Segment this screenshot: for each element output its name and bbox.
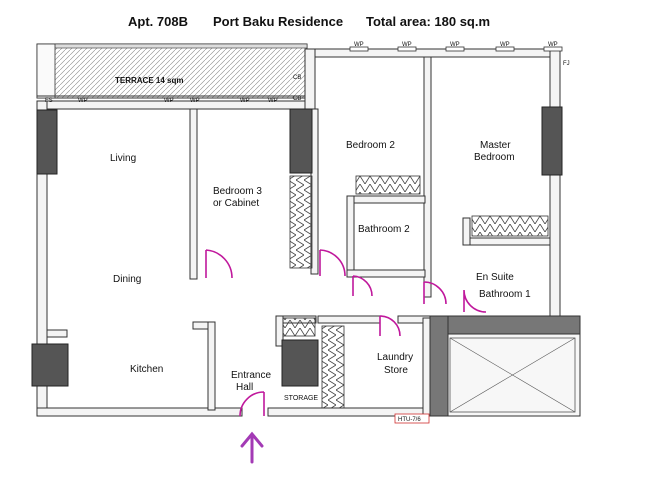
svg-text:CB: CB [293,75,301,81]
entrance-arrow-icon [240,431,264,464]
terrace-label: TERRACE 14 sqm [115,76,183,85]
svg-text:WP: WP [164,98,174,104]
riser-box: HTU-7/6 [394,413,430,424]
bedroom2-label: Bedroom 2 [346,140,395,151]
entrance-label-line2: Hall [236,382,253,393]
svg-text:WP: WP [190,98,200,104]
wardrobes [282,175,549,409]
bathroom2-label: Bathroom 2 [358,224,410,235]
terrace: TERRACE 14 sqm [36,43,308,99]
window-markers [349,46,563,52]
structural-columns [31,106,563,387]
dining-label: Dining [113,274,141,285]
svg-text:WP: WP [354,42,364,48]
apartment-title: Apt. 708B [128,14,188,29]
room-labels: Living Dining Kitchen Bedroom 3 or Cabin… [110,140,531,402]
ensuite-label: En Suite [476,272,514,283]
bathroom1-label: Bathroom 1 [479,289,531,300]
svg-text:WP: WP [500,42,510,48]
bedroom3-label-line1: Bedroom 3 [213,186,262,197]
doors [205,249,487,417]
svg-text:WP: WP [78,98,88,104]
svg-text:CB: CB [293,96,301,102]
total-area: Total area: 180 sq.m [366,14,491,29]
svg-text:HTU-7/6: HTU-7/6 [398,417,421,423]
svg-text:WP: WP [450,42,460,48]
storage-label: STORAGE [284,395,318,402]
laundry-label-line2: Store [384,365,408,376]
svg-text:WP: WP [548,42,558,48]
svg-text:WP: WP [268,98,278,104]
svg-text:WP: WP [240,98,250,104]
svg-text:WP: WP [402,42,412,48]
svg-text:FJ: FJ [563,61,570,67]
svg-text:FS: FS [45,98,53,104]
master-label-line1: Master [480,140,511,151]
service-shaft [429,315,581,417]
living-label: Living [110,153,136,164]
laundry-label-line1: Laundry [377,352,413,363]
building-name: Port Baku Residence [213,14,344,29]
kitchen-label: Kitchen [130,364,163,375]
master-label-line2: Bedroom [474,152,515,163]
bedroom3-label-line2: or Cabinet [213,198,259,209]
window-tags: WP WP WP WP WP FS WP WP WP WP WP CB CB F… [45,42,570,104]
entrance-label-line1: Entrance [231,370,271,381]
outer-walls [36,48,561,417]
